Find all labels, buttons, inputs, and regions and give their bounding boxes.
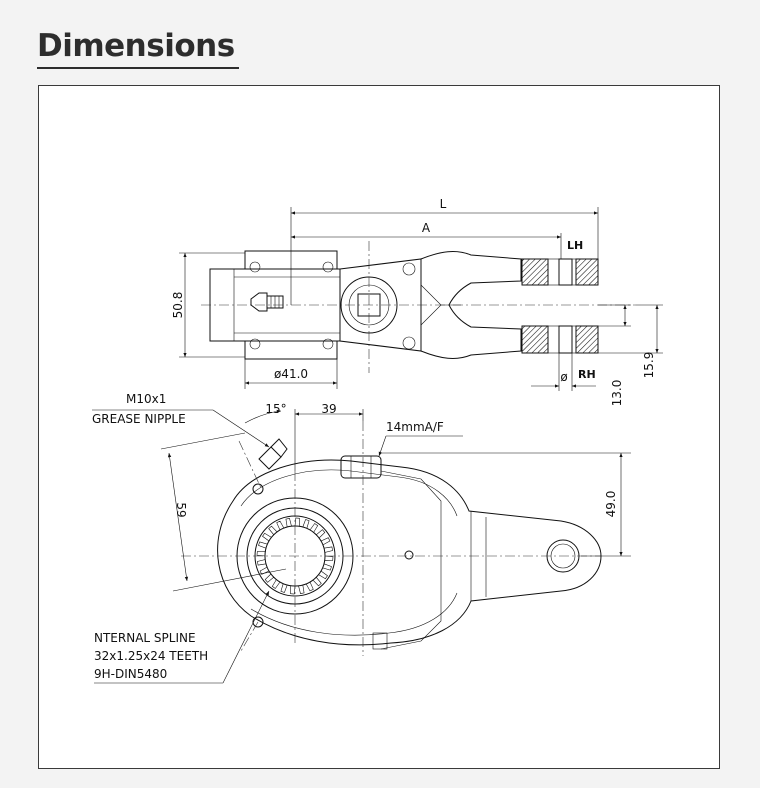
grease-nipple-top (250, 292, 268, 312)
dim-13-0: 13.0 (610, 380, 624, 407)
dim-L: L (440, 197, 447, 211)
label-m10: M10x1 (126, 392, 166, 406)
dim-49-0: 49.0 (604, 491, 618, 518)
title-underline (37, 67, 239, 69)
front-dimensions: M10x1 GREASE NIPPLE 15° 39 14mmA/F 59 49… (92, 392, 631, 684)
spline-tooth-profile (256, 517, 334, 595)
technical-drawing: L A LH 50.8 ø41.0 ø RH 13.0 15.9 (92, 197, 663, 684)
top-view (201, 241, 641, 373)
dim-15-9: 15.9 (642, 352, 656, 379)
dim-A: A (422, 221, 431, 235)
label-RH: RH (578, 368, 596, 381)
front-view (181, 421, 602, 656)
dim-59: 59 (174, 502, 188, 517)
grease-nipple-icon (258, 438, 288, 470)
dim-dia-41: ø41.0 (274, 367, 308, 381)
label-LH: LH (567, 239, 583, 252)
page-title: Dimensions (37, 28, 235, 64)
slack-adjuster-body (217, 459, 602, 646)
worm-hex-nut (340, 455, 382, 479)
label-14mm: 14mmA/F (386, 420, 444, 434)
label-grease-nipple: GREASE NIPPLE (92, 412, 186, 426)
dim-15-deg: 15° (265, 402, 286, 416)
spline-teeth (256, 517, 334, 595)
dim-39: 39 (321, 402, 336, 416)
drawing-frame: L A LH 50.8 ø41.0 ø RH 13.0 15.9 (38, 85, 720, 769)
top-dimensions: L A LH 50.8 ø41.0 ø RH 13.0 15.9 (171, 197, 663, 406)
label-spline-3: 9H-DIN5480 (94, 667, 167, 681)
label-spline-2: 32x1.25x24 TEETH (94, 649, 208, 663)
dim-50-8: 50.8 (171, 292, 185, 319)
dim-dia: ø (560, 370, 567, 384)
label-spline-1: NTERNAL SPLINE (94, 631, 196, 645)
